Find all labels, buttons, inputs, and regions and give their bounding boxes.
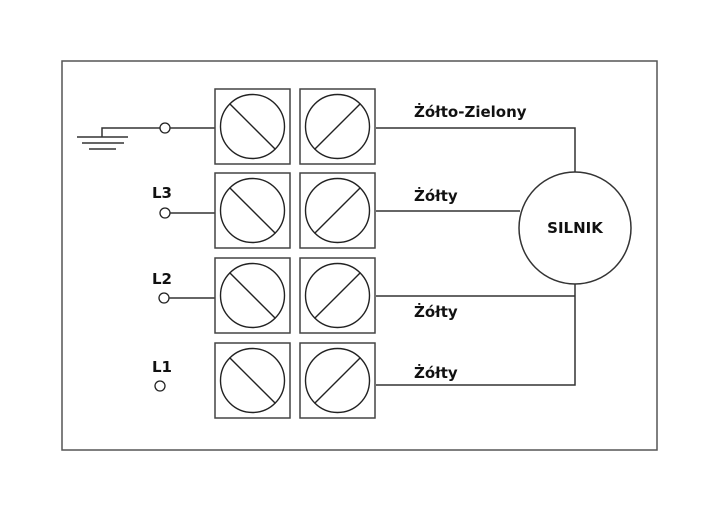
terminal-screw-r1-c2[interactable] xyxy=(299,88,376,165)
screw-slot-icon xyxy=(313,271,362,320)
wire-label-row4: Żółty xyxy=(414,363,458,382)
screw-slot-icon xyxy=(228,356,277,405)
terminal-screw-r2-c1[interactable] xyxy=(214,172,291,249)
ground-input-terminal[interactable] xyxy=(159,122,171,134)
terminal-block xyxy=(214,88,376,419)
terminal-screw-r2-c2[interactable] xyxy=(299,172,376,249)
input-terminal-L1[interactable] xyxy=(154,380,166,392)
terminal-screw-r4-c2[interactable] xyxy=(299,342,376,419)
ground-icon xyxy=(77,127,160,150)
motor-symbol xyxy=(518,171,632,285)
screw-slot-icon xyxy=(228,102,277,151)
wire-label-row2: Żółty xyxy=(414,186,458,205)
terminal-screw-r4-c1[interactable] xyxy=(214,342,291,419)
output-wire-row4 xyxy=(376,282,576,386)
wire-label-row3: Żółty xyxy=(414,302,458,321)
terminal-screw-r3-c1[interactable] xyxy=(214,257,291,334)
screw-slot-icon xyxy=(313,356,362,405)
screw-slot-icon xyxy=(313,186,362,235)
screw-slot-icon xyxy=(228,271,277,320)
input-terminal-L2[interactable] xyxy=(158,292,170,304)
input-terminal-L3[interactable] xyxy=(159,207,171,219)
input-label-L1: L1 xyxy=(152,358,172,376)
terminal-screw-r1-c1[interactable] xyxy=(214,88,291,165)
input-label-L3: L3 xyxy=(152,184,172,202)
screw-slot-icon xyxy=(228,186,277,235)
screw-slot-icon xyxy=(313,102,362,151)
terminal-screw-r3-c2[interactable] xyxy=(299,257,376,334)
input-label-L2: L2 xyxy=(152,270,172,288)
output-wire-ground xyxy=(376,127,576,172)
wire-label-row1: Żółto-Zielony xyxy=(414,102,527,121)
motor-label: SILNIK xyxy=(547,219,604,237)
